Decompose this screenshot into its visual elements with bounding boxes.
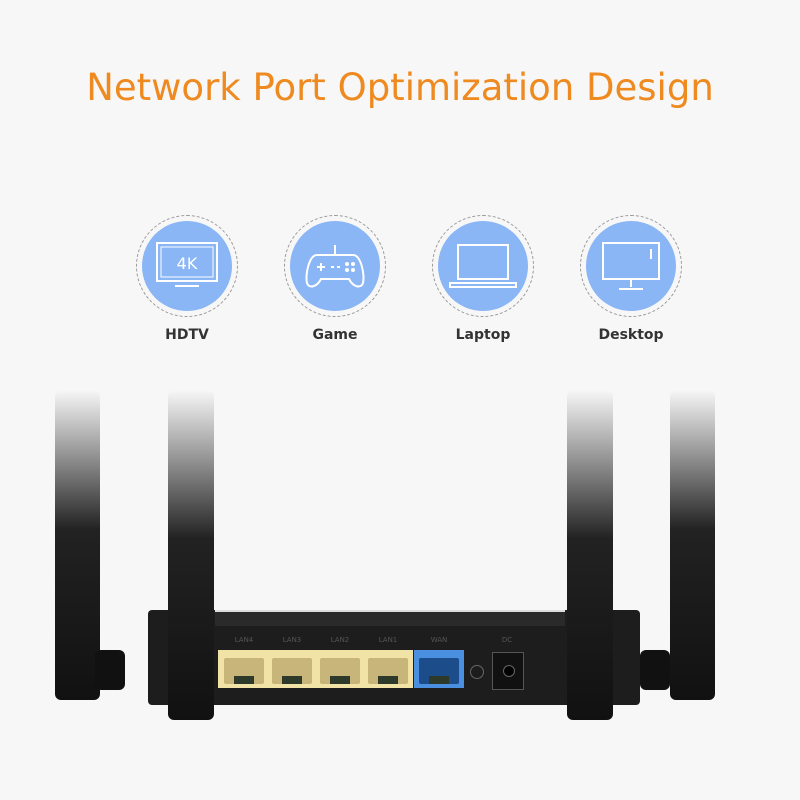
antenna — [168, 390, 214, 720]
feature-hdtv: 4K HDTV — [135, 215, 239, 343]
desktop-icon — [602, 242, 660, 290]
port-label: WAN — [430, 636, 448, 644]
antenna-hinge — [95, 650, 125, 690]
port-label: LAN2 — [330, 636, 350, 644]
reset-button — [470, 665, 484, 679]
gamepad-icon — [305, 245, 365, 288]
router-top — [215, 610, 565, 626]
port-label: DC — [501, 636, 513, 644]
wan-port — [414, 650, 464, 688]
power-jack — [492, 652, 524, 690]
feature-game: Game — [283, 215, 387, 343]
port-label: LAN1 — [378, 636, 398, 644]
feature-laptop: Laptop — [431, 215, 535, 343]
feature-label: Laptop — [455, 327, 511, 343]
antenna — [55, 390, 100, 700]
svg-text:4K: 4K — [177, 254, 198, 273]
antenna-hinge — [640, 650, 670, 690]
feature-label: Desktop — [598, 327, 664, 343]
feature-desktop: Desktop — [579, 215, 683, 343]
feature-label: HDTV — [165, 327, 209, 343]
port-label: LAN3 — [282, 636, 302, 644]
port-label: LAN4 — [234, 636, 254, 644]
feature-label: Game — [312, 327, 358, 343]
page-title: Network Port Optimization Design — [86, 66, 714, 109]
tv-4k-icon: 4K — [156, 242, 218, 287]
antenna — [567, 390, 613, 720]
lan-ports — [218, 650, 413, 688]
laptop-icon — [449, 244, 517, 288]
antenna — [670, 390, 715, 700]
